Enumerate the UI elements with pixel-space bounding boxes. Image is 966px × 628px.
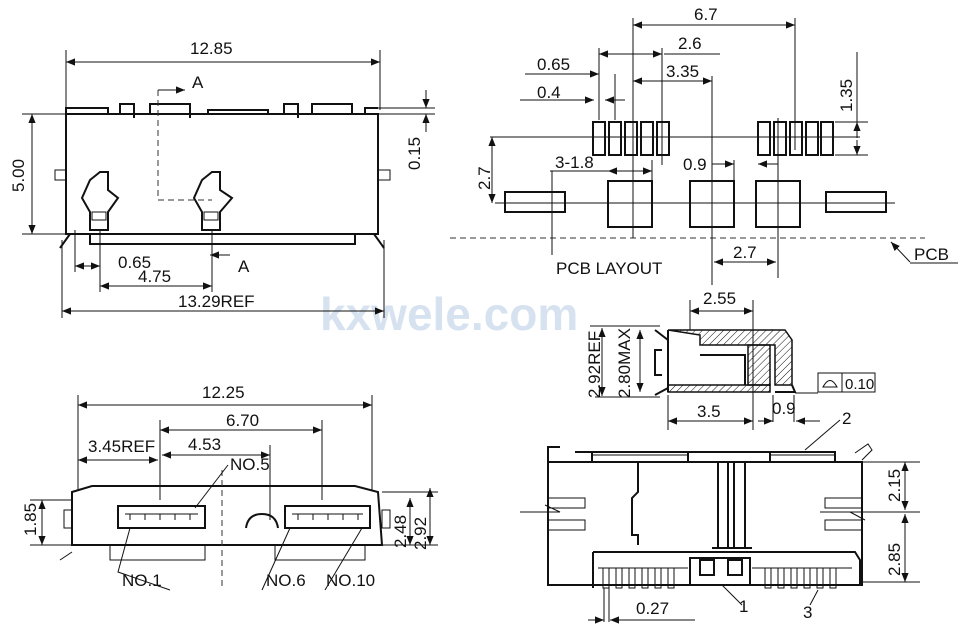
callout-1: 1: [739, 597, 748, 616]
plug-view: 12.25 6.70 3.45REF 4.53 NO.5 1.85 2.48 2…: [21, 383, 438, 591]
flatness-frame: [817, 372, 876, 393]
dim-2-92ref: 2.92REF: [585, 331, 604, 398]
dim-0-4: 0.4: [537, 83, 561, 102]
label-no10: NO.10: [326, 571, 375, 590]
label-no5: NO.5: [230, 455, 270, 474]
dim-0-27: 0.27: [636, 599, 669, 618]
pcb-layout-title: PCB LAYOUT: [556, 259, 662, 278]
dim-2-85: 2.85: [885, 543, 904, 576]
dim-width: 12.85: [190, 39, 233, 58]
dim-1-35: 1.35: [837, 79, 856, 112]
section-a-top: A: [192, 73, 204, 92]
dim-offset: 0.15: [405, 137, 424, 170]
signal-pads-left: [592, 121, 670, 156]
dim-2-7-horizontal: 2.7: [733, 243, 757, 262]
dim-2-7-vertical: 2.7: [475, 166, 494, 190]
callout-2: 2: [842, 409, 851, 428]
dim-0-65: 0.65: [537, 55, 570, 74]
dim-height-b: 2.48: [391, 515, 410, 548]
dim-overall-ref: 13.29REF: [178, 292, 255, 311]
dim-0-9: 0.9: [683, 155, 707, 174]
section-a-bottom: A: [238, 257, 250, 276]
dim-height-a: 1.85: [21, 503, 40, 536]
flatness-value: 0.10: [845, 376, 874, 393]
dim-height: 5.00: [9, 159, 28, 192]
dim-3-5: 3.5: [697, 402, 721, 421]
pin-row-right: [752, 567, 852, 589]
pcb-label: PCB: [914, 245, 949, 264]
dim-plug-width: 12.25: [202, 383, 245, 402]
dim-center: 4.53: [188, 435, 221, 454]
dim-height-c: 2.92: [411, 517, 430, 550]
pin-row-left: [598, 567, 688, 589]
top-view: 2.15 2.85 0.27 1 3: [520, 443, 920, 624]
dim-2-6: 2.6: [678, 34, 702, 53]
dim-0-9-side: 0.9: [772, 399, 796, 418]
front-body: [65, 113, 379, 235]
label-no6: NO.6: [266, 571, 306, 590]
watermark: kxwele.com: [320, 288, 578, 340]
side-pad-right: [825, 191, 887, 213]
pcb-layout: 6.7 2.6 0.65 3.35 0.4 1.35 2.7 3-1.8 0.9…: [450, 5, 958, 285]
dim-left-ref: 3.45REF: [88, 437, 155, 456]
flatness-symbol-icon: [822, 380, 838, 388]
callout-3: 3: [803, 603, 812, 622]
dim-2-55: 2.55: [703, 289, 736, 308]
dim-plug-span: 6.70: [226, 411, 259, 430]
label-no1: NO.1: [122, 571, 162, 590]
dim-2-15: 2.15: [885, 469, 904, 502]
dim-3-1-8: 3-1.8: [555, 153, 594, 172]
front-view: A A 12.85 5.00 0.15 0.65 4.75 13.29REF: [9, 39, 435, 318]
signal-pads-right: [757, 121, 834, 156]
ground-pad-1: [607, 180, 653, 228]
dim-3-35: 3.35: [666, 62, 699, 81]
dim-pin-pitch: 0.65: [118, 253, 151, 272]
dim-6-7: 6.7: [694, 5, 718, 24]
dim-pin-span: 4.75: [138, 267, 171, 286]
side-pad-left: [504, 191, 566, 213]
dim-2-80max: 2.80MAX: [615, 328, 634, 398]
side-section-view: 2.55 2.92REF 2.80MAX 0.10 3.5 0.9 2: [585, 289, 876, 451]
